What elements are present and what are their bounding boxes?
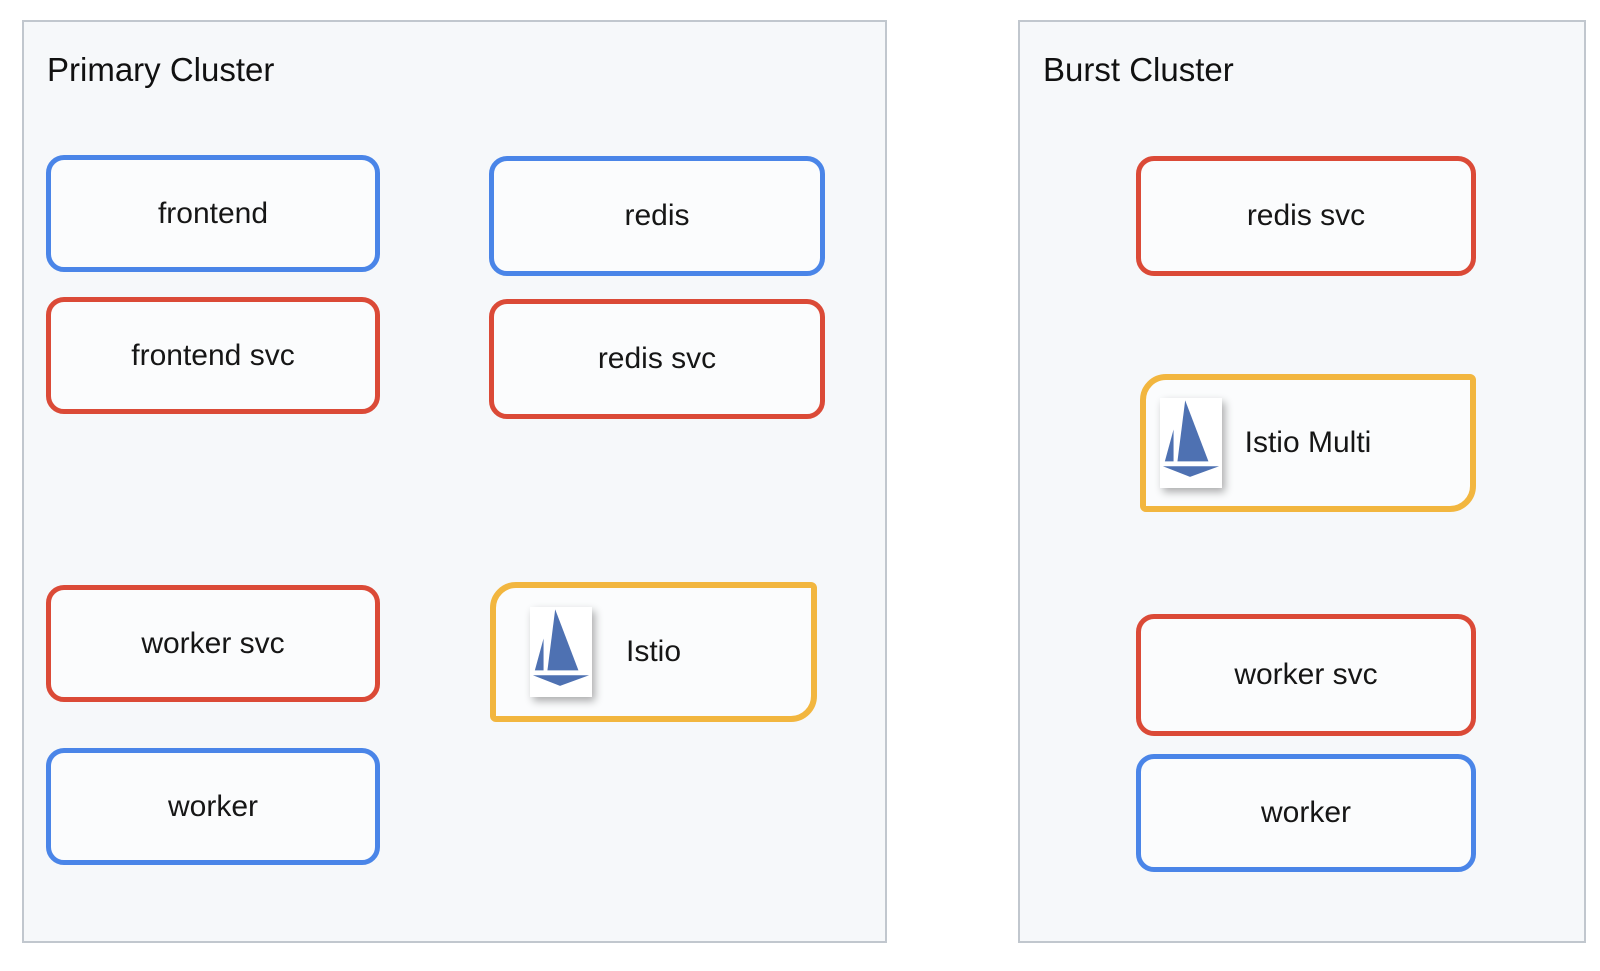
node-worker-svc: worker svc: [46, 585, 380, 702]
node-burst-redis-svc-label: redis svc: [1246, 199, 1366, 232]
node-frontend-label: frontend: [157, 196, 269, 230]
primary-cluster-panel: Primary Cluster frontend redis frontend …: [22, 20, 887, 943]
node-burst-worker-svc-label: worker svc: [1234, 658, 1378, 691]
node-istio-multi: Istio Multi: [1140, 374, 1476, 512]
node-burst-worker: worker: [1136, 754, 1476, 872]
node-redis-label: redis: [624, 199, 690, 232]
burst-cluster-panel: Burst Cluster redis svc Istio Multi work…: [1018, 20, 1586, 943]
node-worker: worker: [46, 748, 380, 865]
node-redis-svc-label: redis svc: [597, 342, 717, 375]
node-istio-label: Istio: [625, 635, 682, 668]
node-burst-worker-svc: worker svc: [1136, 614, 1476, 736]
node-worker-label: worker: [167, 789, 258, 823]
primary-cluster-title: Primary Cluster: [47, 51, 275, 88]
istio-sailboat-icon: [530, 607, 592, 697]
node-burst-redis-svc: redis svc: [1136, 156, 1476, 276]
node-redis-svc: redis svc: [489, 299, 825, 419]
node-istio-multi-label: Istio Multi: [1244, 426, 1372, 459]
node-frontend-svc-label: frontend svc: [131, 338, 295, 372]
istio-sailboat-icon: [1160, 398, 1222, 488]
node-istio: Istio: [490, 582, 817, 722]
node-frontend: frontend: [46, 155, 380, 272]
node-frontend-svc: frontend svc: [46, 297, 380, 414]
node-burst-worker-label: worker: [1260, 796, 1351, 829]
burst-cluster-title: Burst Cluster: [1043, 51, 1234, 88]
node-worker-svc-label: worker svc: [141, 626, 285, 660]
node-redis: redis: [489, 156, 825, 276]
